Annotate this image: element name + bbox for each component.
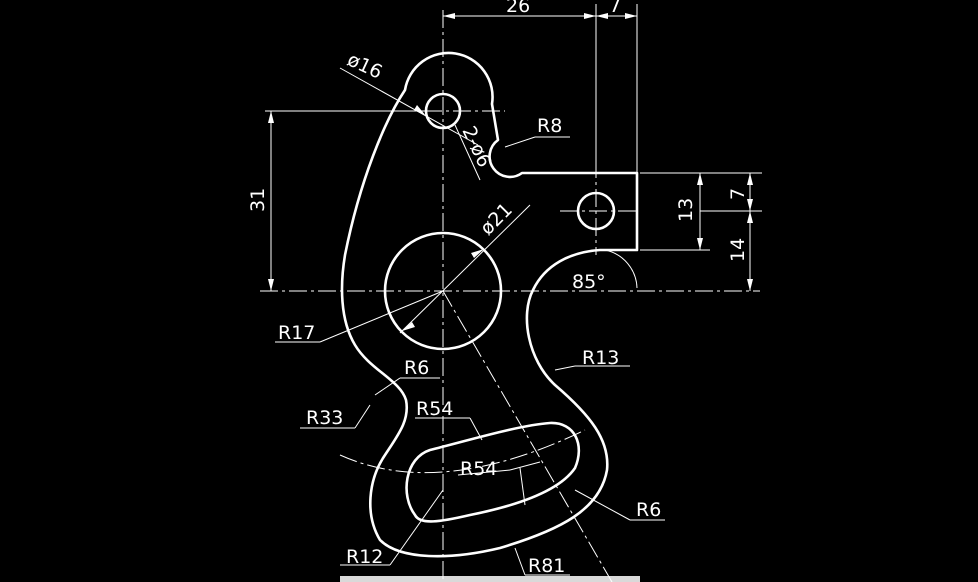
dim-r13: R13 [582, 347, 619, 369]
dim-r81: R81 [528, 555, 565, 577]
center-hole [383, 231, 503, 351]
curved-slot [405, 421, 581, 523]
dim-2-dia6: 2-ø6 [457, 123, 495, 171]
dim-r17: R17 [278, 322, 315, 344]
outer-profile [340, 51, 639, 558]
dim-r54-inner: R54 [460, 458, 497, 480]
part-outline [340, 51, 639, 558]
dim-85-angle: 85° [572, 271, 606, 293]
dimension-lines [265, 4, 762, 576]
dim-r6-right: R6 [636, 499, 661, 521]
center-lines [260, 10, 760, 582]
dim-26: 26 [506, 0, 530, 17]
dim-r8: R8 [537, 115, 562, 137]
dim-dia16: ø16 [344, 49, 386, 84]
dim-13: 13 [675, 198, 697, 222]
bottom-strip [340, 576, 640, 582]
small-hole [576, 191, 616, 231]
dim-r54-outer: R54 [416, 398, 453, 420]
dim-r33: R33 [306, 407, 343, 429]
dim-31: 31 [247, 188, 269, 212]
dim-14: 14 [727, 238, 749, 262]
dim-dia21: ø21 [476, 199, 517, 240]
slot-arc-centerline [339, 429, 586, 474]
slot-diagonal-centerline [442, 290, 613, 582]
dimension-labels: 26 7 ø16 R8 2-ø6 31 ø21 13 7 14 85° R17 … [247, 0, 749, 577]
dim-r6-left: R6 [404, 357, 429, 379]
dim-7-top: 7 [609, 0, 621, 17]
dim-r12: R12 [346, 546, 383, 568]
top-hole [424, 92, 462, 130]
dim-7-right: 7 [727, 188, 749, 200]
